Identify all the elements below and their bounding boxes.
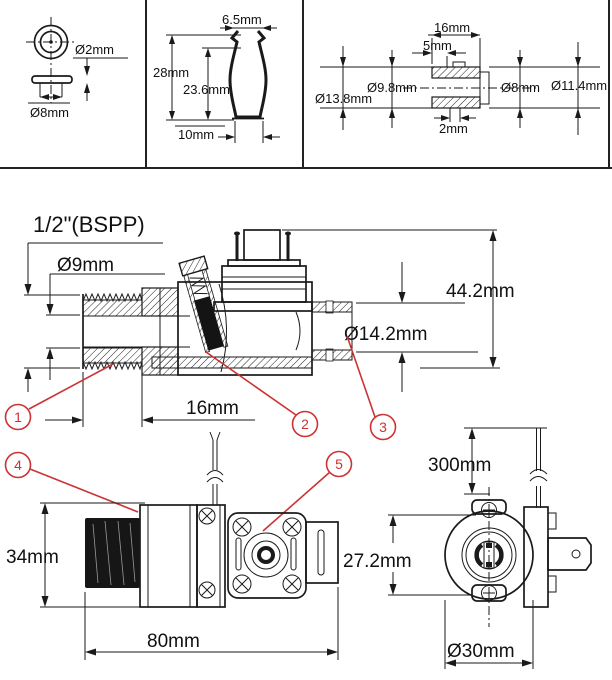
front-view: 300mm 27.2mm Ø30mm xyxy=(343,427,592,669)
label-washer-thickness: Ø2mm xyxy=(75,42,114,57)
dim-overall-length: 80mm xyxy=(84,587,339,660)
callout-2-number: 2 xyxy=(301,416,309,432)
label-insert-top-width: 6.5mm xyxy=(222,12,262,27)
callout-2: 2 xyxy=(205,351,319,438)
dim-insert-top-width: 6.5mm xyxy=(220,12,277,31)
label-overall-length: 80mm xyxy=(147,631,200,652)
washer-side-view xyxy=(31,75,73,98)
side-bracket xyxy=(196,504,226,608)
side-valve-face xyxy=(227,512,307,599)
callout-4-number: 4 xyxy=(14,457,22,473)
label-coil-dia: Ø30mm xyxy=(447,641,515,662)
label-coil-height: 34mm xyxy=(6,547,59,568)
label-insert-inner-height: 23.6mm xyxy=(183,82,230,97)
front-coil-face xyxy=(444,487,534,627)
dim-bushing-step: 5mm xyxy=(412,38,466,67)
label-wire-length: 300mm xyxy=(428,455,491,476)
dim-outlet-dia: Ø14.2mm xyxy=(344,262,478,392)
label-bushing-flange-dia: Ø13.8mm xyxy=(315,91,372,106)
panel-divider-3 xyxy=(608,0,610,168)
dim-bushing-diameters: Ø9.8mm Ø13.8mm Ø8mm Ø11.4mm xyxy=(315,42,607,135)
diaphragm-plunger xyxy=(194,296,224,351)
dim-port-height: 27.2mm xyxy=(343,514,476,596)
label-bushing-pin-width: 2mm xyxy=(439,121,468,136)
side-thread xyxy=(85,518,140,588)
front-terminal-block xyxy=(523,506,592,608)
valve-drawing-main: 1/2"(BSPP) Ø9mm xyxy=(4,212,592,669)
section-view: 1/2"(BSPP) Ø9mm xyxy=(24,212,515,427)
panel-insert-drawing: 6.5mm 28mm 23.6mm 10mm xyxy=(153,12,280,143)
label-body-height: 44.2mm xyxy=(446,281,515,302)
dim-bushing-pin: 2mm xyxy=(434,115,476,136)
dim-bore-dia: Ø9mm xyxy=(46,255,165,380)
dim-insert-base-width: 10mm xyxy=(175,121,280,143)
panel-washer-drawing: Ø2mm Ø8mm xyxy=(26,17,128,120)
label-bushing-step: 5mm xyxy=(423,38,452,53)
callout-1-number: 1 xyxy=(14,409,22,425)
dia-extension-arrows xyxy=(340,42,581,135)
panel-divider-2 xyxy=(302,0,304,168)
coil-assembly xyxy=(213,229,313,312)
dim-body-height: 44.2mm xyxy=(282,229,515,369)
coil-pin-left xyxy=(234,231,240,261)
side-wire xyxy=(206,431,224,505)
inlet-thread xyxy=(82,292,190,371)
label-bushing-bore-dia: Ø8mm xyxy=(501,80,540,95)
label-washer-stem-dia: Ø8mm xyxy=(30,105,69,120)
callout-3-number: 3 xyxy=(379,419,387,435)
callout-3: 3 xyxy=(346,335,397,441)
label-bushing-mid-dia: Ø9.8mm xyxy=(367,80,417,95)
dim-insert-inner-height: 23.6mm xyxy=(183,47,241,120)
label-insert-height: 28mm xyxy=(153,65,189,80)
dim-coil-dia: Ø30mm xyxy=(444,600,534,669)
label-thread-spec: 1/2"(BSPP) xyxy=(33,212,145,237)
dim-bushing-length: 16mm xyxy=(428,20,481,70)
callout-4: 4 xyxy=(4,451,139,513)
panel-bushing-drawing: 16mm 5mm Ø9.8mm xyxy=(315,20,607,136)
label-bore-dia: Ø9mm xyxy=(57,255,114,276)
side-view: 34mm 80mm xyxy=(6,431,339,660)
panel-divider-1 xyxy=(145,0,147,168)
label-thread-length: 16mm xyxy=(186,398,239,419)
armature-tube xyxy=(178,255,229,353)
dim-insert-height: 28mm xyxy=(153,34,241,121)
label-port-height: 27.2mm xyxy=(343,551,412,572)
label-outlet-dia: Ø14.2mm xyxy=(344,324,427,345)
dim-coil-height: 34mm xyxy=(6,502,145,608)
callout-1: 1 xyxy=(4,363,114,431)
dim-thread-length: 16mm xyxy=(45,372,255,427)
dim-wire-length: 300mm xyxy=(428,427,547,495)
side-coil-housing xyxy=(139,504,198,608)
dim-washer-thickness: Ø2mm xyxy=(73,42,128,101)
side-outlet-tube xyxy=(305,521,339,584)
dim-washer-stem: Ø8mm xyxy=(28,94,70,120)
face-screws xyxy=(232,517,302,594)
washer-top-view xyxy=(26,17,76,103)
insert-section xyxy=(228,30,268,120)
label-insert-base-width: 10mm xyxy=(178,127,214,142)
label-bushing-length: 16mm xyxy=(434,20,470,35)
callout-5: 5 xyxy=(262,450,353,532)
callout-5-number: 5 xyxy=(335,456,343,472)
panel-bottom-border xyxy=(0,167,612,169)
front-wires xyxy=(529,428,548,508)
dim-thread-spec: 1/2"(BSPP) xyxy=(24,212,163,392)
bushing-section xyxy=(403,61,538,122)
coil-pin-right xyxy=(285,231,291,261)
valve-body-section xyxy=(151,281,313,376)
label-bushing-end-dia: Ø11.4mm xyxy=(551,78,607,93)
